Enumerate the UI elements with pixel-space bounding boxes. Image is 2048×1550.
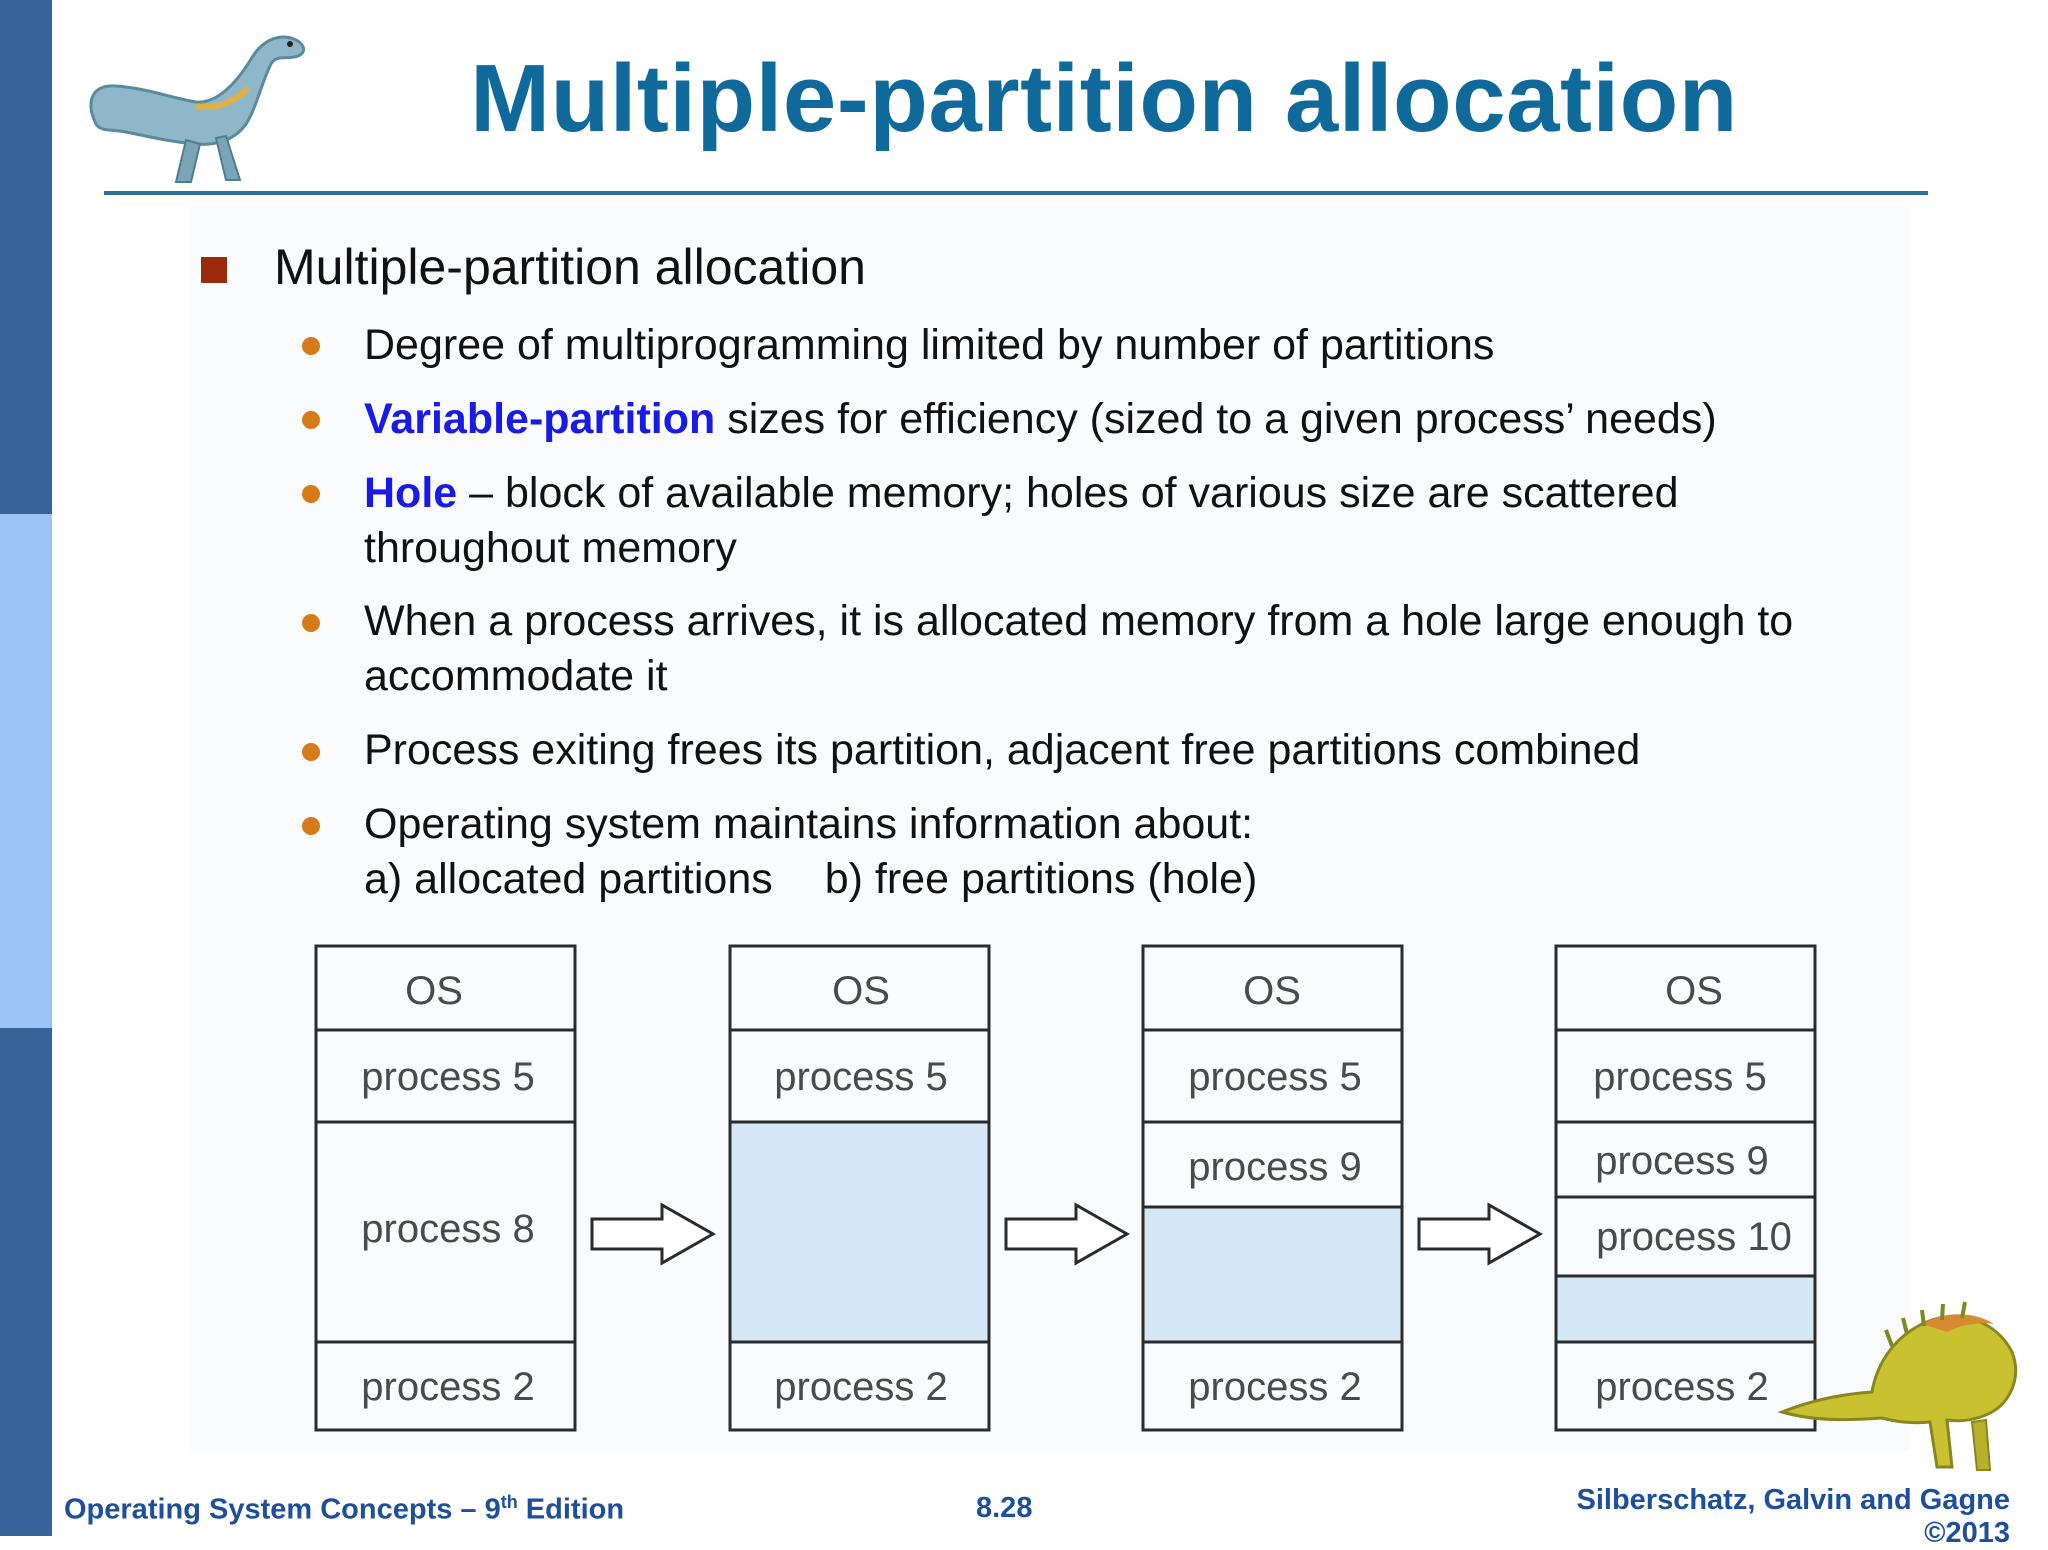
sidebar-top-band [0,0,52,514]
title-divider [104,191,1928,195]
bullet-icon [302,485,320,503]
item-text: Operating system maintains information a… [364,800,1254,848]
sidebar-bottom-band [0,1028,52,1536]
bullet-item-4: When a process arrives, it is allocated … [364,594,1904,704]
keyword-variable-partition: Variable-partition [364,395,716,443]
square-bullet-icon [201,257,227,283]
footer-authors: Silberschatz, Galvin and Gagne ©2013 [1576,1484,2010,1549]
item-text-line2b: b) free partitions (hole) [824,855,1258,903]
bullet-icon [302,743,320,761]
bullet-icon [302,411,320,429]
bullet-icon [302,817,320,835]
item-text-line2: accommodate it [364,652,668,700]
level1-heading: Multiple-partition allocation [274,239,866,295]
slide-number: 8.28 [976,1492,1033,1524]
keyword-hole: Hole [364,469,458,517]
bullet-item-3: Hole – block of available memory; holes … [364,466,1904,576]
footer-book-title: Operating System Concepts – 9th Edition [64,1492,624,1527]
dinosaur-icon [1777,1301,2018,1471]
slide-title: Multiple-partition allocation [470,45,1738,152]
item-text: When a process arrives, it is allocated … [364,597,1794,645]
item-text-line2a: a) allocated partitions [364,855,773,903]
bullet-icon [302,337,320,355]
bullet-item-6: Operating system maintains information a… [364,797,1904,907]
item-text-line2: throughout memory [364,524,737,572]
footer-book-title-sup: th [500,1492,518,1512]
item-text: Process exiting frees its partition, adj… [364,726,1641,774]
item-text: sizes for efficiency (sized to a given p… [715,395,1717,443]
item-text: – block of available memory; holes of va… [457,469,1679,517]
footer-book-title-main: Operating System Concepts – 9 [64,1493,501,1526]
footer-book-title-end: Edition [517,1493,625,1526]
item-text: Degree of multiprogramming limited by nu… [364,321,1495,369]
bullet-item-1: Degree of multiprogramming limited by nu… [364,318,1904,373]
dinosaur-icon [89,35,306,183]
sidebar-middle-band [0,514,52,1028]
bullet-icon [302,614,320,632]
bullet-item-2: Variable-partition sizes for efficiency … [364,392,1904,447]
bullet-item-5: Process exiting frees its partition, adj… [364,723,1904,778]
